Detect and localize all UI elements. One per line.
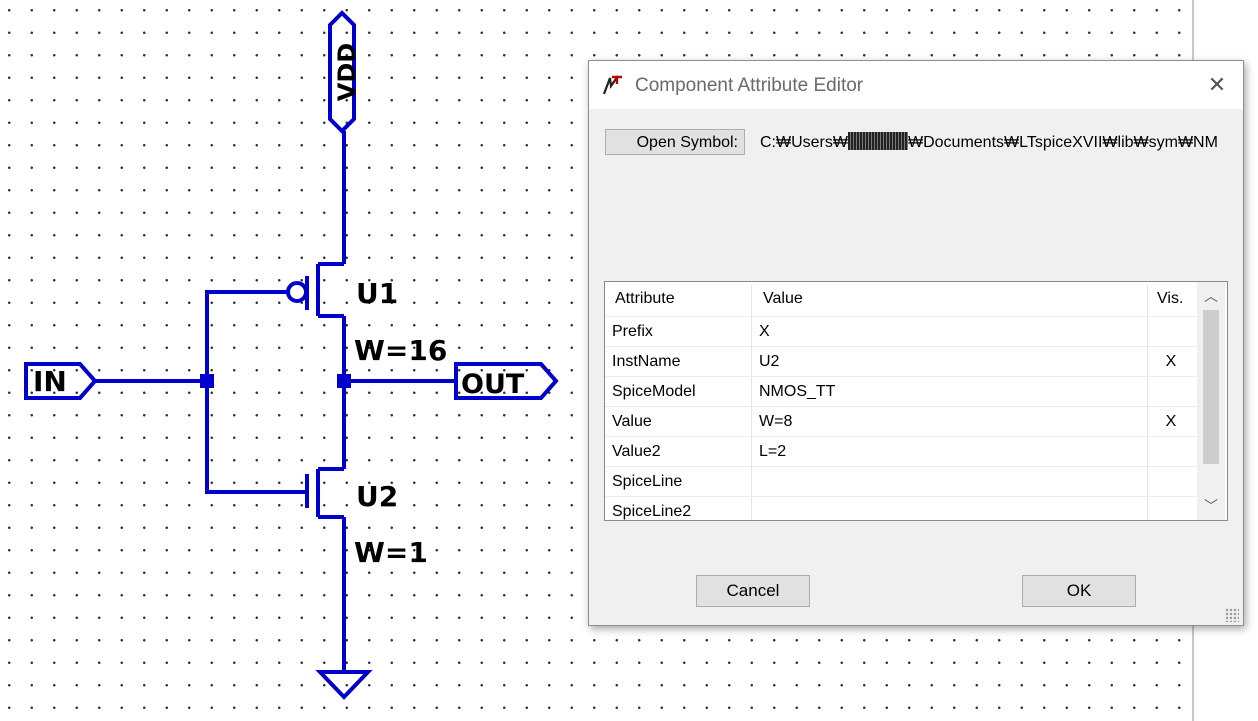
row-visibility[interactable] — [1161, 377, 1181, 407]
row-attribute: SpiceLine2 — [612, 503, 692, 520]
vdd-port — [328, 10, 356, 134]
schematic-drawing[interactable]: VDD IN OUT U1 W=16 U2 W=1 — [0, 0, 1193, 721]
u1-value: W=16 — [354, 334, 447, 367]
path-suffix: ₩Documents₩LTspiceXVII₩lib₩sym₩NM — [907, 134, 1218, 151]
column-divider — [751, 285, 752, 520]
vdd-label: VDD — [333, 43, 361, 101]
table-row[interactable]: SpiceLine2 — [605, 496, 1197, 520]
cancel-button[interactable]: Cancel — [696, 575, 810, 607]
row-attribute: SpiceModel — [612, 383, 696, 400]
u2-name: U2 — [356, 480, 398, 513]
header-attribute[interactable]: Attribute — [615, 282, 675, 316]
ok-button[interactable]: OK — [1022, 575, 1136, 607]
row-visibility[interactable]: X — [1165, 353, 1177, 370]
table-scrollbar[interactable]: ︿ ﹀ — [1197, 282, 1225, 520]
row-value[interactable]: X — [759, 323, 770, 340]
table-row[interactable]: SpiceModel NMOS_TT — [605, 376, 1197, 407]
row-attribute: Value — [612, 413, 652, 430]
scroll-up-arrow-icon[interactable]: ︿ — [1204, 288, 1218, 304]
header-value[interactable]: Value — [763, 282, 803, 316]
junction-in — [200, 374, 214, 388]
row-visibility[interactable] — [1161, 437, 1181, 467]
row-attribute: Value2 — [612, 443, 661, 460]
resize-grip-icon[interactable] — [1225, 608, 1239, 622]
scroll-thumb[interactable] — [1203, 310, 1219, 464]
table-row[interactable]: Prefix X — [605, 316, 1197, 347]
table-row[interactable]: InstName U2 X — [605, 346, 1197, 377]
row-visibility[interactable]: X — [1165, 413, 1177, 430]
row-visibility[interactable] — [1161, 497, 1181, 520]
column-divider — [1147, 285, 1148, 520]
table-row[interactable]: Value W=8 X — [605, 406, 1197, 437]
table-row[interactable]: SpiceLine — [605, 466, 1197, 497]
dialog-titlebar[interactable]: Component Attribute Editor ✕ — [589, 61, 1243, 109]
attribute-table[interactable]: Attribute Value Vis. Prefix X InstName U… — [604, 281, 1228, 521]
redacted-username — [847, 132, 908, 150]
row-value[interactable]: NMOS_TT — [759, 383, 836, 400]
row-attribute: SpiceLine — [612, 473, 683, 490]
scroll-down-arrow-icon[interactable]: ﹀ — [1204, 498, 1218, 514]
u1-bubble — [286, 281, 308, 303]
header-vis[interactable]: Vis. — [1157, 282, 1184, 316]
u2-value: W=1 — [354, 536, 428, 569]
dialog-title: Component Attribute Editor — [635, 75, 864, 96]
row-attribute: Prefix — [612, 323, 653, 340]
row-value[interactable]: L=2 — [759, 443, 787, 460]
out-port — [454, 362, 559, 400]
table-row[interactable]: Value2 L=2 — [605, 436, 1197, 467]
row-attribute: InstName — [612, 353, 681, 370]
junction-out — [337, 374, 351, 388]
ltspice-app-icon — [602, 75, 622, 95]
in-label: IN — [33, 365, 67, 398]
open-symbol-button[interactable]: Open Symbol: — [605, 129, 745, 155]
u1-name: U1 — [356, 277, 398, 310]
row-visibility[interactable] — [1161, 317, 1181, 347]
ground-symbol — [315, 670, 373, 700]
row-value[interactable]: U2 — [759, 353, 780, 370]
symbol-path-text: C:₩Users₩ ₩Documents₩LTspiceXVII₩lib₩sym₩… — [760, 132, 1230, 152]
path-prefix: C:₩Users₩ — [760, 134, 848, 151]
row-visibility[interactable] — [1161, 467, 1181, 497]
close-button[interactable]: ✕ — [1207, 72, 1227, 97]
component-attribute-editor-dialog[interactable]: Component Attribute Editor ✕ Open Symbol… — [588, 60, 1244, 626]
in-port — [24, 362, 98, 400]
out-label: OUT — [461, 369, 525, 400]
row-value[interactable]: W=8 — [759, 413, 793, 430]
